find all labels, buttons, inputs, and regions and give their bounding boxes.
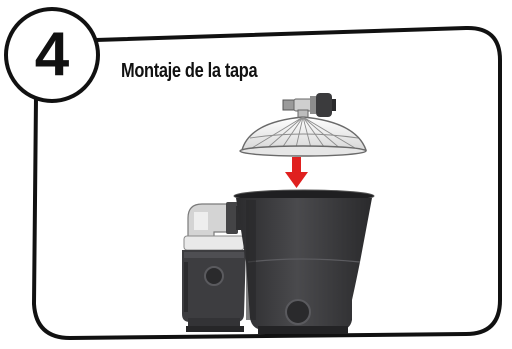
step-title: Montaje de la tapa	[121, 60, 258, 82]
card-border	[32, 25, 502, 340]
step-number: 4	[34, 20, 70, 89]
step-circle	[4, 7, 100, 103]
pump-housing-illustration	[233, 189, 375, 334]
down-arrow-icon	[285, 157, 308, 188]
lid-illustration	[239, 93, 367, 157]
pump-motor-illustration	[182, 202, 246, 332]
